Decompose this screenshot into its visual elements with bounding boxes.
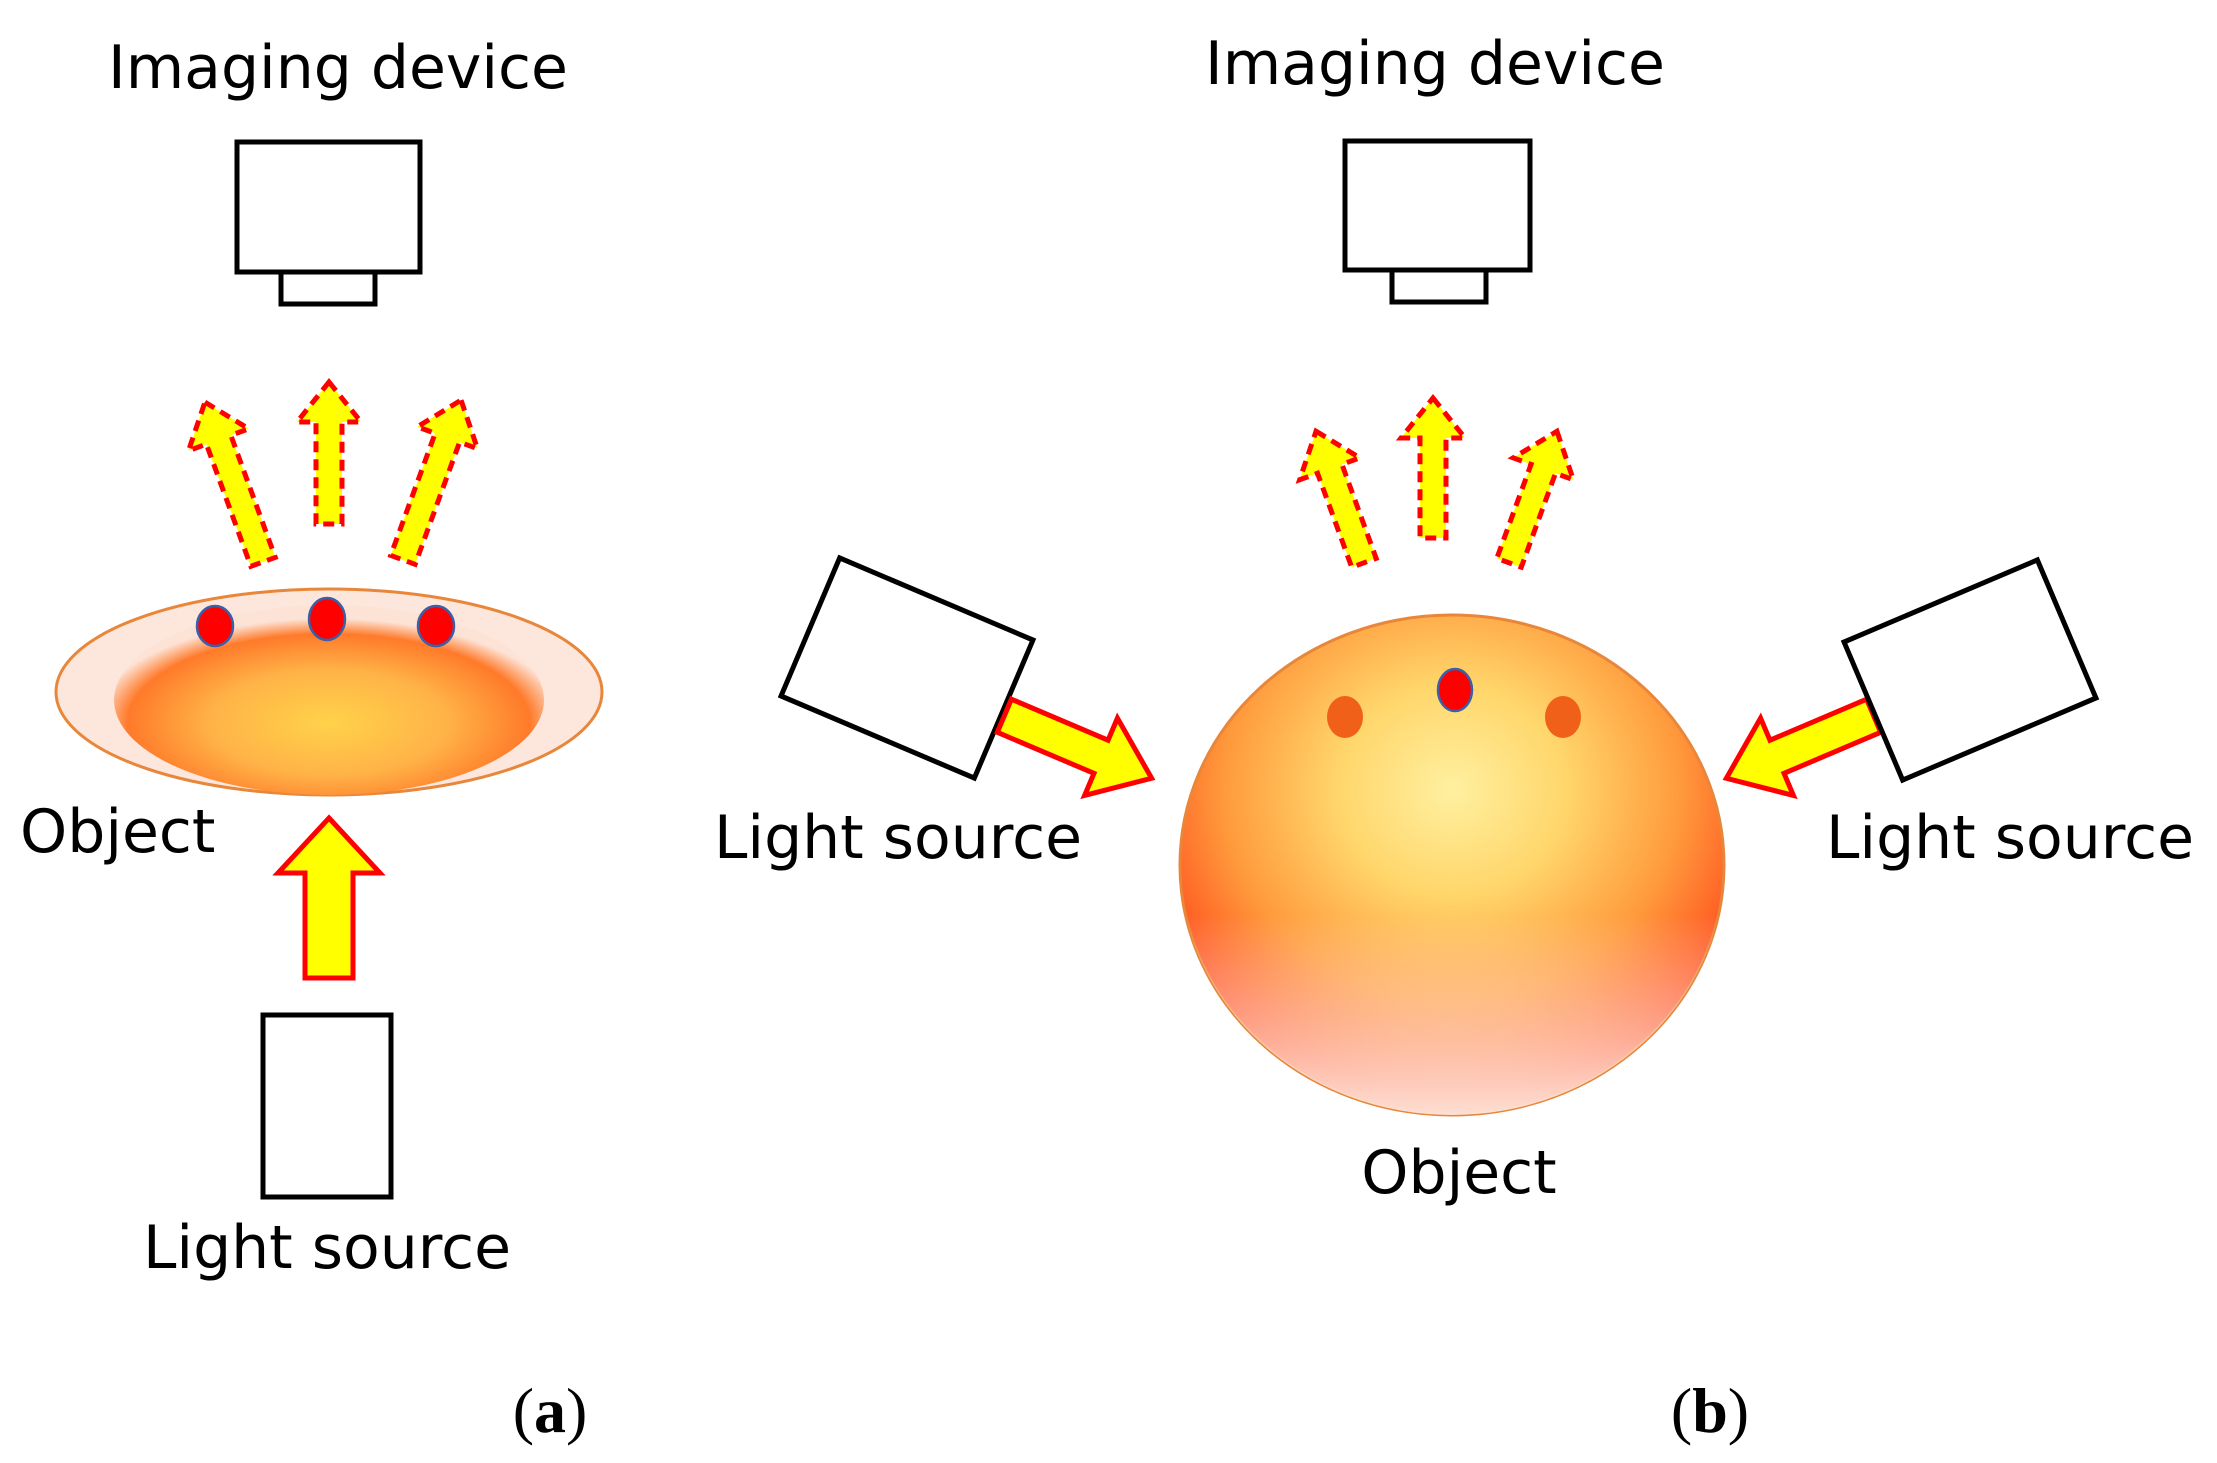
- panel-b-light-source-right-box: [1844, 560, 2096, 780]
- panel-b-object: [1180, 615, 1724, 1115]
- panel-a-object-label: Object: [20, 797, 215, 867]
- panel-b-light-source-right: [1844, 560, 2096, 780]
- panel-a-imaging-device: [237, 142, 420, 304]
- panel-a-camera-body: [237, 142, 420, 272]
- panel-a-marker-right: [418, 606, 454, 646]
- panel-b-incident-arrow-right: [1710, 677, 1890, 817]
- panel-a-caption-close: ): [566, 1375, 587, 1446]
- panel-b-light-source-left-box: [781, 558, 1033, 778]
- panel-b-camera-lens: [1392, 270, 1486, 302]
- panel-a-incident-arrow: [278, 818, 380, 978]
- panel-a-light-source: [263, 1015, 391, 1197]
- panel-b-object-label: Object: [1361, 1138, 1556, 1208]
- panel-b-light-source-left-label: Light source: [714, 803, 1082, 873]
- panel-b-emitted-arrow-center: [1401, 398, 1465, 538]
- panel-b-marker-left: [1327, 696, 1363, 738]
- panel-b-marker-right: [1545, 696, 1581, 738]
- panel-b-caption-open: (: [1671, 1375, 1692, 1446]
- panel-b-light-source-right-label: Light source: [1826, 803, 2194, 873]
- panel-a-emitted-arrows: [175, 382, 491, 573]
- panel-a-caption-open: (: [513, 1375, 534, 1446]
- panel-b-incident-arrow-left: [988, 677, 1168, 817]
- panel-a-marker-left: [197, 606, 233, 646]
- panel-b-emitted-arrow-left: [1286, 420, 1394, 573]
- panel-a-emitted-arrow-left: [175, 391, 293, 573]
- panel-b-imaging-device: [1345, 141, 1530, 302]
- panel-b-caption-letter: b: [1692, 1375, 1728, 1446]
- panel-a: Imaging device Object Light source (a): [20, 33, 602, 1446]
- panel-a-emitted-arrow-right: [373, 389, 491, 571]
- panel-b-light-source-left: [781, 558, 1033, 778]
- panel-a-caption: (a): [513, 1375, 588, 1446]
- panel-b-caption: (b): [1671, 1375, 1749, 1446]
- panel-a-camera-lens: [281, 272, 375, 304]
- panel-b-caption-close: ): [1728, 1375, 1749, 1446]
- panel-a-object: [56, 589, 602, 795]
- panel-b: Imaging device Light source Light sourc: [714, 29, 2194, 1446]
- panel-b-marker-center: [1438, 669, 1472, 711]
- panel-b-emitted-arrows: [1286, 398, 1587, 574]
- panel-a-marker-center: [309, 598, 345, 640]
- panel-a-emitted-arrow-center: [297, 382, 361, 524]
- panel-a-light-source-label: Light source: [143, 1213, 511, 1283]
- panel-b-emitted-arrow-right: [1479, 420, 1587, 573]
- panel-a-caption-letter: a: [534, 1375, 566, 1446]
- panel-b-camera-body: [1345, 141, 1530, 270]
- panel-b-imaging-device-label: Imaging device: [1205, 29, 1665, 99]
- panel-a-imaging-device-label: Imaging device: [108, 33, 568, 103]
